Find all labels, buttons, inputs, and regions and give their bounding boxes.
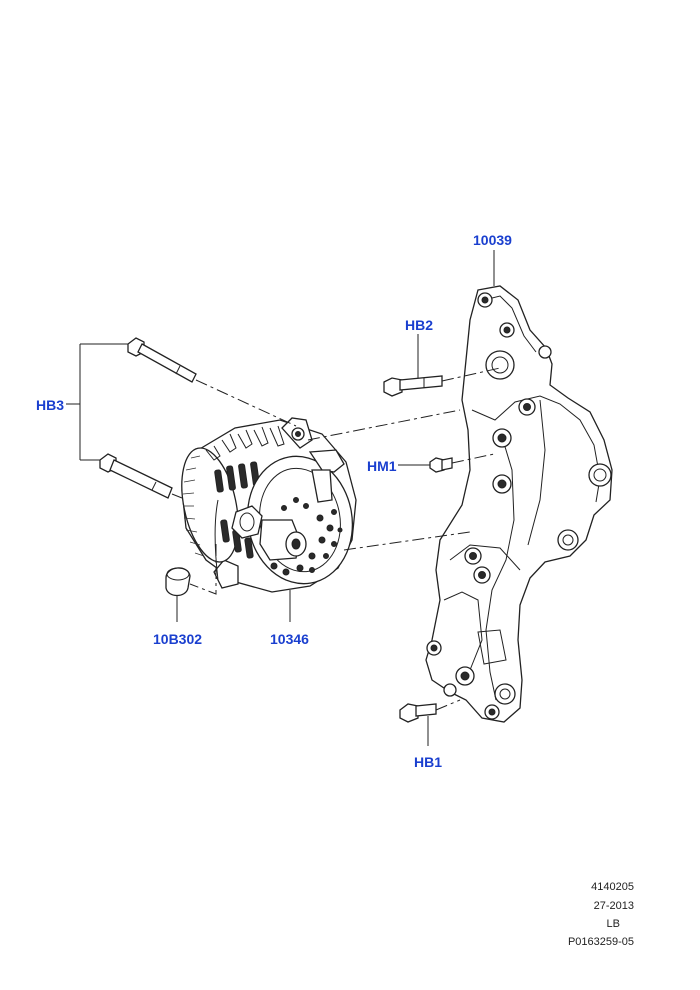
callout-10346[interactable]: 10346 bbox=[270, 631, 309, 647]
footer-line-4: P0163259-05 bbox=[567, 936, 634, 948]
bolt-hb3-lower[interactable] bbox=[99, 453, 173, 499]
nut-hm1[interactable] bbox=[429, 457, 453, 473]
callout-hb3[interactable]: HB3 bbox=[36, 397, 65, 413]
assembly-lines bbox=[171, 367, 501, 711]
protective-cap[interactable] bbox=[165, 567, 191, 597]
mounting-bracket[interactable] bbox=[425, 285, 613, 723]
alternator[interactable] bbox=[173, 417, 363, 593]
callout-10b302[interactable]: 10B302 bbox=[153, 631, 203, 647]
bolt-hb2[interactable] bbox=[383, 375, 443, 397]
leader-lines bbox=[66, 250, 495, 746]
callout-hm1[interactable]: HM1 bbox=[367, 458, 397, 474]
bolt-hb3-upper[interactable] bbox=[127, 337, 197, 383]
callout-10039[interactable]: 10039 bbox=[473, 232, 512, 248]
footer-line-3: LB bbox=[606, 918, 620, 930]
callout-hb1[interactable]: HB1 bbox=[414, 754, 443, 770]
bolt-hb1[interactable] bbox=[399, 703, 437, 723]
callout-hb2[interactable]: HB2 bbox=[405, 317, 434, 333]
footer-line-1: 4140205 bbox=[591, 881, 634, 893]
footer-line-2: 27-2013 bbox=[593, 900, 634, 912]
